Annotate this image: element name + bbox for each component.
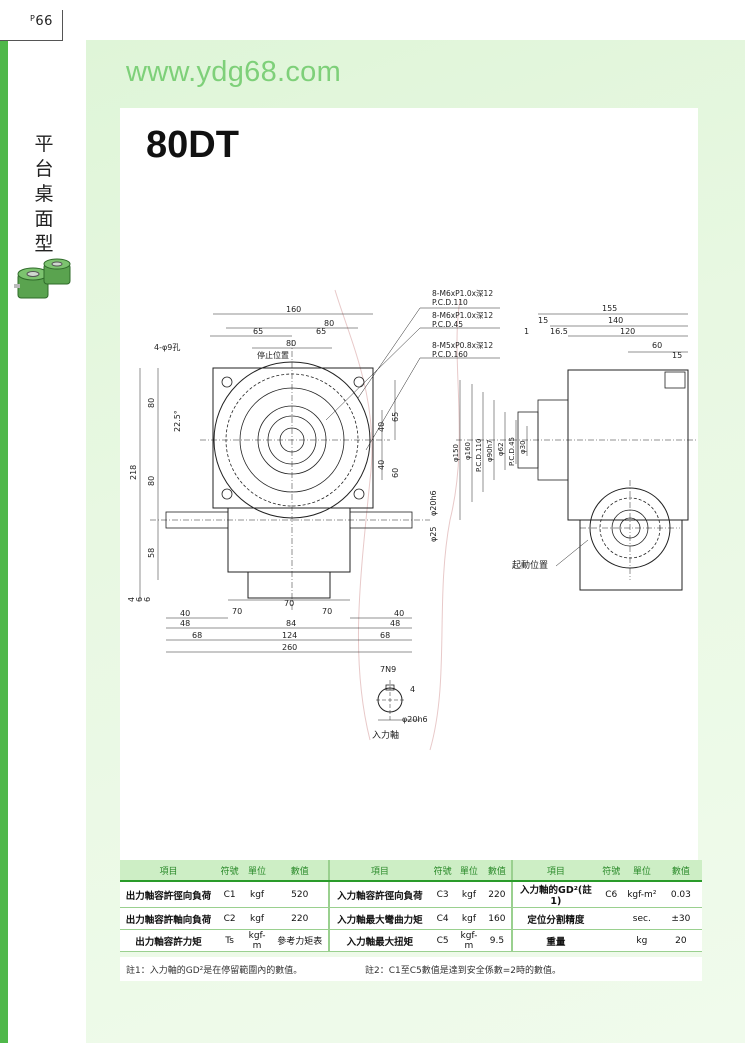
- svg-text:84: 84: [286, 619, 296, 628]
- svg-text:40: 40: [377, 422, 386, 432]
- svg-text:40: 40: [394, 609, 404, 618]
- svg-text:6: 6: [135, 597, 144, 602]
- svg-text:68: 68: [380, 631, 390, 640]
- svg-text:1: 1: [524, 327, 529, 336]
- svg-text:260: 260: [282, 643, 297, 652]
- svg-text:8-M6xP1.0x深12: 8-M6xP1.0x深12: [432, 311, 493, 320]
- svg-text:48: 48: [390, 619, 400, 628]
- svg-text:40: 40: [377, 460, 386, 470]
- svg-text:φ150: φ150: [452, 444, 460, 462]
- svg-text:7N9: 7N9: [380, 665, 396, 674]
- svg-text:120: 120: [620, 327, 635, 336]
- side-accent-bar: [0, 40, 8, 1043]
- svg-text:φ90h7: φ90h7: [486, 440, 494, 462]
- svg-text:22.5°: 22.5°: [173, 410, 182, 432]
- page-number: P66: [30, 14, 53, 29]
- spec-table: 項目 符號 單位 數值 項目 符號 單位 數值 項目 符號 單位 數值 出力軸容…: [120, 860, 702, 952]
- svg-text:48: 48: [180, 619, 190, 628]
- holes-label: 4-φ9孔: [154, 343, 180, 352]
- technical-drawing: 160 80 65 65 80 4-φ9孔 停止位置 22.5° 80 80 2…: [127, 289, 698, 751]
- table-row: 出力軸容許力矩 Ts kgf-m 參考力矩表 入力軸最大扭矩 C5 kgf-m …: [120, 929, 702, 952]
- stop-position-label: 停止位置: [257, 350, 289, 360]
- svg-text:70: 70: [284, 599, 294, 608]
- callouts: 8-M6xP1.0x深12 P.C.D.110 8-M6xP1.0x深12 P.…: [325, 289, 500, 451]
- note-2: 註2：C1至C5數值是達到安全係數=2時的數值。: [365, 966, 562, 976]
- footnotes: 註1：入力軸的GD²是在停留範圍內的數值。 註2：C1至C5數值是達到安全係數=…: [120, 957, 702, 981]
- svg-text:140: 140: [608, 316, 623, 325]
- svg-text:218: 218: [129, 465, 138, 480]
- front-view: 160 80 65 65 80 4-φ9孔 停止位置 22.5° 80 80 2…: [127, 305, 438, 653]
- side-view: 155 140 120 60 15 15 16.5 1 φ150 φ160 P.…: [452, 304, 698, 591]
- svg-text:P.C.D.110: P.C.D.110: [475, 439, 483, 472]
- svg-text:15: 15: [538, 316, 548, 325]
- page-number-rule: [0, 40, 62, 41]
- svg-text:65: 65: [316, 327, 326, 336]
- svg-text:φ160: φ160: [464, 442, 472, 460]
- table-row: 出力軸容許軸向負荷 C2 kgf 220 入力軸最大彎曲力矩 C4 kgf 16…: [120, 907, 702, 930]
- svg-text:4: 4: [410, 685, 415, 694]
- page-number-divider: [62, 10, 63, 41]
- svg-text:160: 160: [286, 305, 301, 314]
- svg-text:P.C.D.45: P.C.D.45: [508, 437, 516, 466]
- model-title: 80DT: [146, 124, 239, 166]
- svg-text:80: 80: [147, 398, 156, 408]
- spec-header-row: 項目 符號 單位 數值 項目 符號 單位 數值 項目 符號 單位 數值: [120, 860, 702, 882]
- svg-text:65: 65: [391, 412, 400, 422]
- svg-text:φ30: φ30: [519, 440, 527, 454]
- svg-text:8-M5xP0.8x深12: 8-M5xP0.8x深12: [432, 341, 493, 350]
- svg-text:φ20h6: φ20h6: [402, 715, 428, 724]
- svg-text:8-M6xP1.0x深12: 8-M6xP1.0x深12: [432, 289, 493, 298]
- svg-text:68: 68: [192, 631, 202, 640]
- svg-text:58: 58: [147, 548, 156, 558]
- svg-text:80: 80: [147, 476, 156, 486]
- svg-text:φ20h6: φ20h6: [429, 490, 438, 516]
- svg-text:16.5: 16.5: [550, 327, 568, 336]
- svg-text:65: 65: [253, 327, 263, 336]
- drawing-card: [120, 108, 698, 860]
- svg-text:155: 155: [602, 304, 617, 313]
- note-1: 註1：入力軸的GD²是在停留範圍內的數值。: [126, 966, 303, 976]
- svg-text:P.C.D.110: P.C.D.110: [432, 298, 468, 307]
- svg-text:6: 6: [143, 597, 152, 602]
- svg-text:φ25: φ25: [429, 527, 438, 542]
- svg-text:80: 80: [286, 339, 296, 348]
- category-title: 平 台 桌 面 型: [34, 133, 54, 255]
- svg-text:60: 60: [391, 468, 400, 478]
- svg-text:P.C.D.160: P.C.D.160: [432, 350, 468, 359]
- shaft-detail: 7N9 4 φ20h6 入力軸: [372, 665, 428, 741]
- website-url: www.ydg68.com: [126, 56, 342, 88]
- svg-text:4: 4: [127, 597, 136, 602]
- svg-text:60: 60: [652, 341, 662, 350]
- svg-text:15: 15: [672, 351, 682, 360]
- table-row: 出力軸容許徑向負荷 C1 kgf 520 入力軸容許徑向負荷 C3 kgf 22…: [120, 881, 702, 908]
- svg-text:40: 40: [180, 609, 190, 618]
- svg-text:80: 80: [324, 319, 334, 328]
- svg-text:70: 70: [232, 607, 242, 616]
- input-shaft-label: 入力軸: [372, 729, 399, 741]
- product-photo: [14, 258, 71, 299]
- svg-text:124: 124: [282, 631, 297, 640]
- svg-text:φ62: φ62: [497, 442, 505, 456]
- svg-text:P.C.D.45: P.C.D.45: [432, 320, 463, 329]
- start-position-label: 起動位置: [512, 559, 548, 571]
- svg-text:70: 70: [322, 607, 332, 616]
